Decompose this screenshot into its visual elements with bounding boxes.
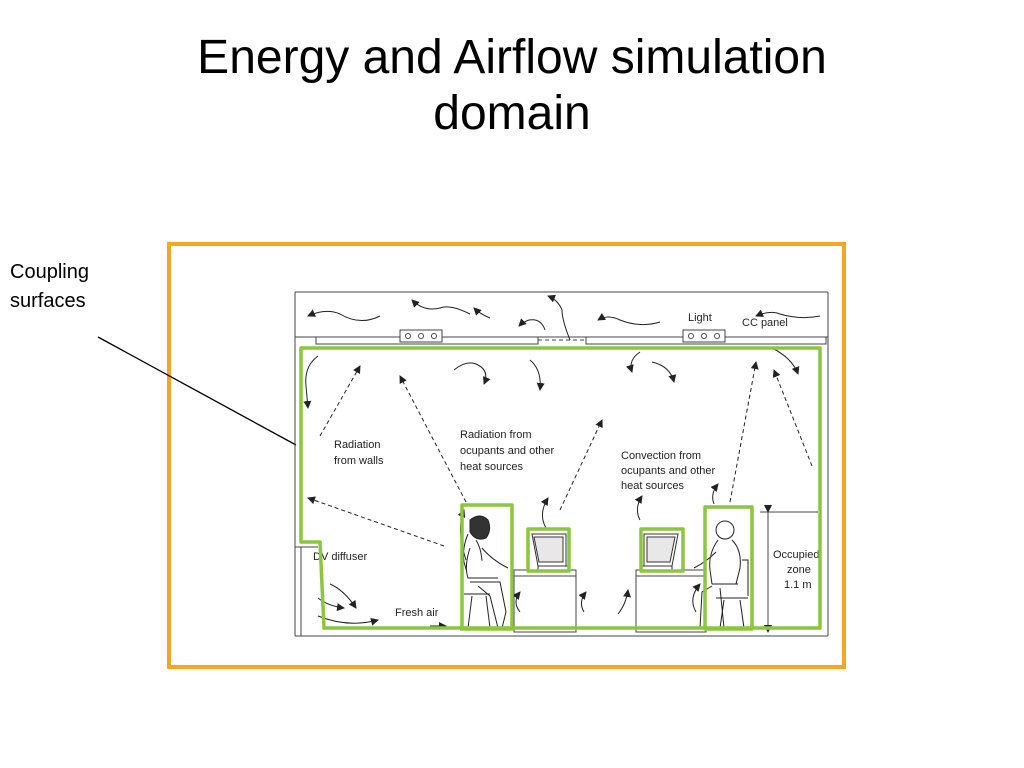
title-line-1: Energy and Airflow simulation [197, 31, 827, 84]
radiation-occupants-label-1: Radiation from [460, 429, 532, 441]
slide-title: Energy and Airflow simulation domain [0, 30, 1024, 142]
callout-pointer-line [97, 336, 297, 446]
ceiling-panel-strip [315, 336, 827, 345]
cc-panel-label: CC panel [742, 317, 788, 329]
occupied-zone-dimension [760, 505, 818, 633]
convection-label-2: ocupants and other [621, 465, 716, 477]
coupling-surfaces [299, 346, 822, 631]
coupling-surface-room [299, 346, 822, 630]
convection-label-1: Convection from [621, 450, 701, 462]
diffuser-wall [295, 546, 318, 636]
radiation-occupants-label-3: heat sources [460, 461, 523, 473]
monitor-left [531, 533, 569, 571]
radiation-walls-label-1: Radiation [334, 439, 380, 451]
desk-right [635, 569, 707, 633]
radiation-walls-label-2: from walls [334, 455, 384, 467]
coupling-surface-monitor-left [526, 527, 571, 573]
occupied-zone-label-1: Occupied [773, 549, 819, 561]
coupling-surface-person-right [703, 505, 754, 631]
simulation-domain-border [167, 242, 846, 669]
person-left [463, 515, 509, 629]
radiation-arrows [307, 361, 813, 547]
fresh-air-label: Fresh air [395, 607, 439, 619]
desk-left [513, 569, 577, 633]
ceiling-light-right [682, 329, 726, 343]
occupied-zone-label-3: 1.1 m [784, 579, 812, 591]
coupling-surface-person-left [460, 503, 514, 631]
title-line-2: domain [433, 87, 591, 140]
ceiling-light-left [399, 329, 443, 343]
monitor-right [641, 533, 679, 571]
convection-label-3: heat sources [621, 480, 684, 492]
occupied-zone-label-2: zone [787, 564, 811, 576]
coupling-surface-monitor-right [639, 527, 685, 573]
dv-diffuser-label: DV diffuser [313, 551, 368, 563]
callout-line-1: Coupling [10, 261, 89, 283]
coupling-surfaces-callout: Coupling surfaces [10, 258, 89, 316]
light-label: Light [688, 312, 712, 324]
radiation-occupants-label-2: ocupants and other [460, 445, 555, 457]
callout-line-2: surfaces [10, 290, 86, 312]
